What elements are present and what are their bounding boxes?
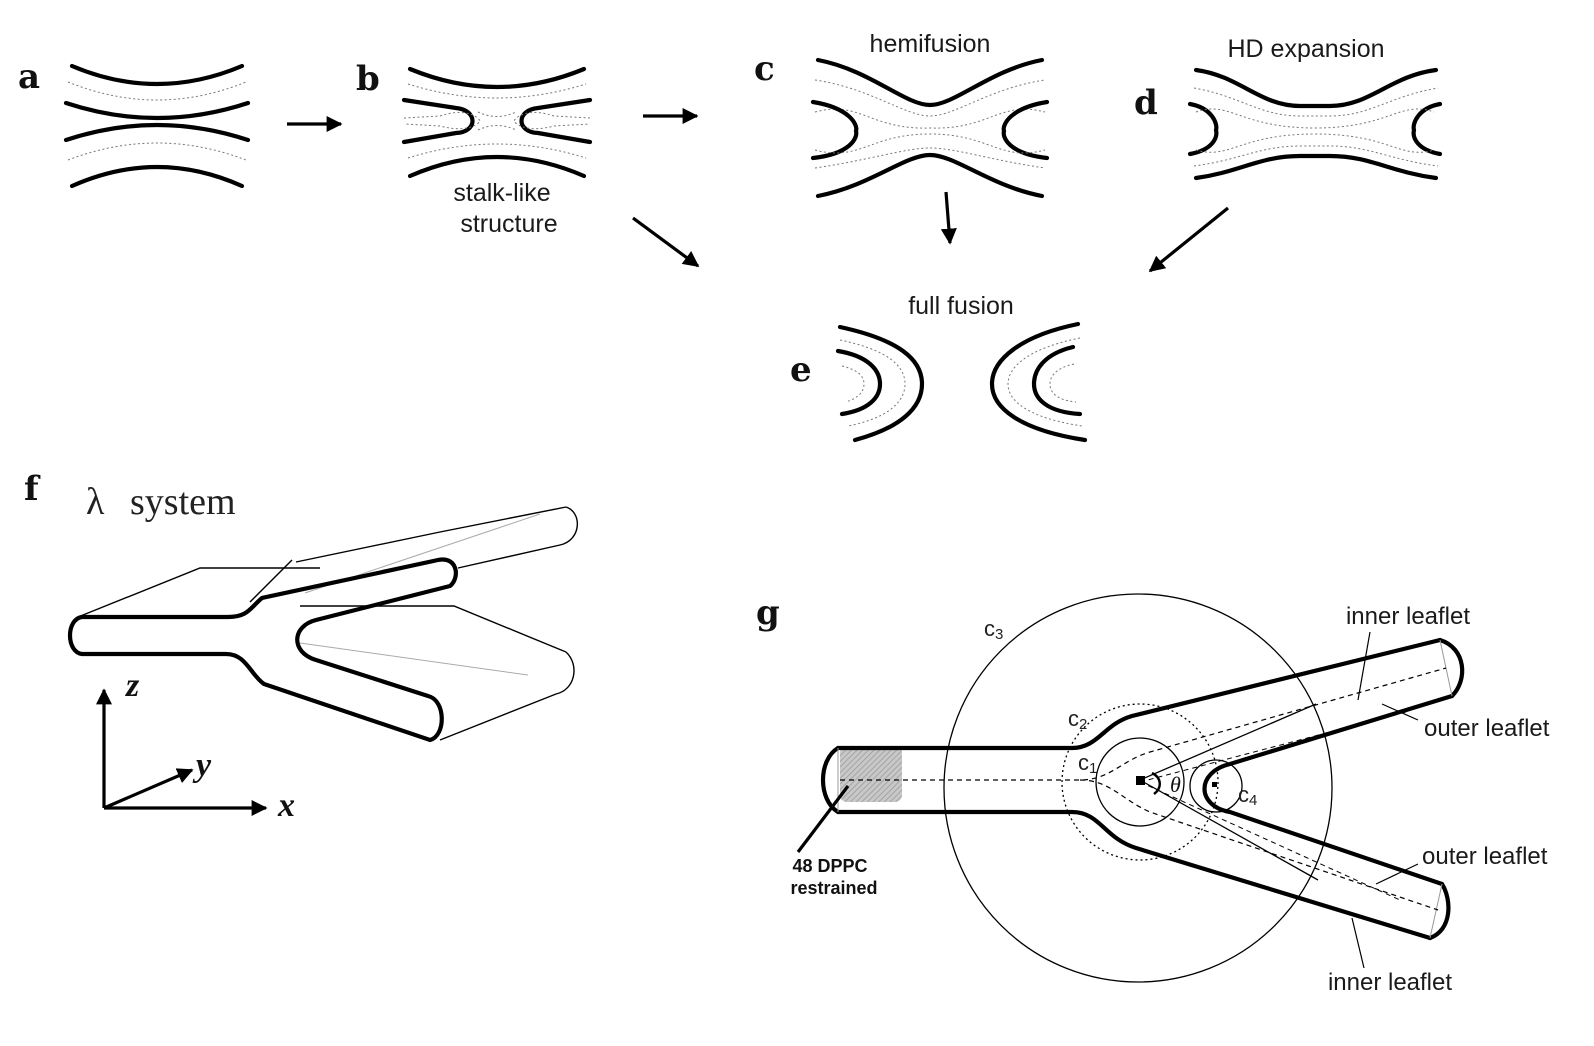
circle-c2 bbox=[1061, 703, 1219, 861]
panel-f: f λ system z x y bbox=[24, 469, 579, 824]
lower-outer-leaflet-label: outer leaflet bbox=[1422, 843, 1548, 870]
y-axis-label: y bbox=[192, 747, 212, 784]
hd-expansion-caption: HD expansion bbox=[1227, 35, 1384, 63]
arrow-d-to-e bbox=[1148, 206, 1230, 273]
lambda-system-title: system bbox=[130, 481, 236, 523]
center-point-c4 bbox=[1212, 782, 1217, 787]
z-axis-label: z bbox=[125, 667, 140, 704]
c2-label: c2 bbox=[1068, 706, 1087, 733]
panel-g: g bbox=[756, 593, 1550, 996]
panel-f-label: f bbox=[24, 469, 41, 509]
upper-inner-leaflet-label: inner leaflet bbox=[1346, 603, 1470, 630]
angle-theta-lines bbox=[1139, 703, 1319, 881]
x-axis-label: x bbox=[277, 787, 295, 824]
c1-label: c1 bbox=[1078, 750, 1097, 777]
panel-g-label: g bbox=[756, 593, 780, 633]
panel-c-label: c bbox=[754, 49, 775, 89]
arrow-c-to-e bbox=[940, 191, 957, 245]
stalk-like-structure-graphic bbox=[401, 66, 593, 179]
theta-label: θ bbox=[1170, 772, 1181, 797]
stalk-caption-line1: stalk-like bbox=[453, 179, 550, 207]
circle-c1 bbox=[1095, 737, 1185, 827]
c4-label: c4 bbox=[1238, 782, 1257, 809]
restraint-label-line2: restrained bbox=[790, 878, 877, 898]
panel-a-label: a bbox=[18, 57, 40, 97]
lambda-system-3d-graphic bbox=[68, 506, 579, 743]
c3-label: c3 bbox=[984, 616, 1003, 643]
bilayer-midplanes bbox=[840, 667, 1447, 911]
leaflet-leader-lines bbox=[796, 631, 1419, 969]
center-point-c1 bbox=[1136, 776, 1145, 785]
full-fusion-caption: full fusion bbox=[908, 292, 1014, 320]
lambda-membrane-outline bbox=[820, 637, 1465, 941]
lambda-symbol: λ bbox=[86, 481, 105, 523]
lower-inner-leaflet-label: inner leaflet bbox=[1328, 969, 1452, 996]
upper-outer-leaflet-label: outer leaflet bbox=[1424, 715, 1550, 742]
restrained-region bbox=[840, 746, 902, 802]
panel-a-bilayers bbox=[63, 63, 251, 189]
panel-b-label: b bbox=[356, 59, 380, 99]
panel-d-label: d bbox=[1134, 83, 1158, 123]
panel-e-label: e bbox=[790, 350, 812, 390]
full-fusion-graphic bbox=[835, 321, 1088, 443]
circle-c4 bbox=[1189, 759, 1243, 813]
hd-expansion-graphic bbox=[1187, 67, 1443, 181]
circle-c3 bbox=[943, 593, 1333, 983]
panel-c: c hemifusion bbox=[754, 30, 1050, 199]
arrow-b-to-e bbox=[632, 216, 700, 268]
axes-triad: z x y bbox=[96, 667, 295, 824]
panel-b: b stalk-like structure bbox=[356, 59, 593, 238]
panel-d: d HD expansion bbox=[1134, 35, 1443, 181]
panel-a: a bbox=[18, 57, 251, 189]
restraint-label-line1: 48 DPPC bbox=[792, 856, 867, 876]
hemifusion-graphic bbox=[810, 57, 1050, 199]
stalk-caption-line2: structure bbox=[460, 210, 557, 238]
hemifusion-caption: hemifusion bbox=[870, 30, 991, 58]
panel-e: e full fusion bbox=[790, 292, 1088, 443]
